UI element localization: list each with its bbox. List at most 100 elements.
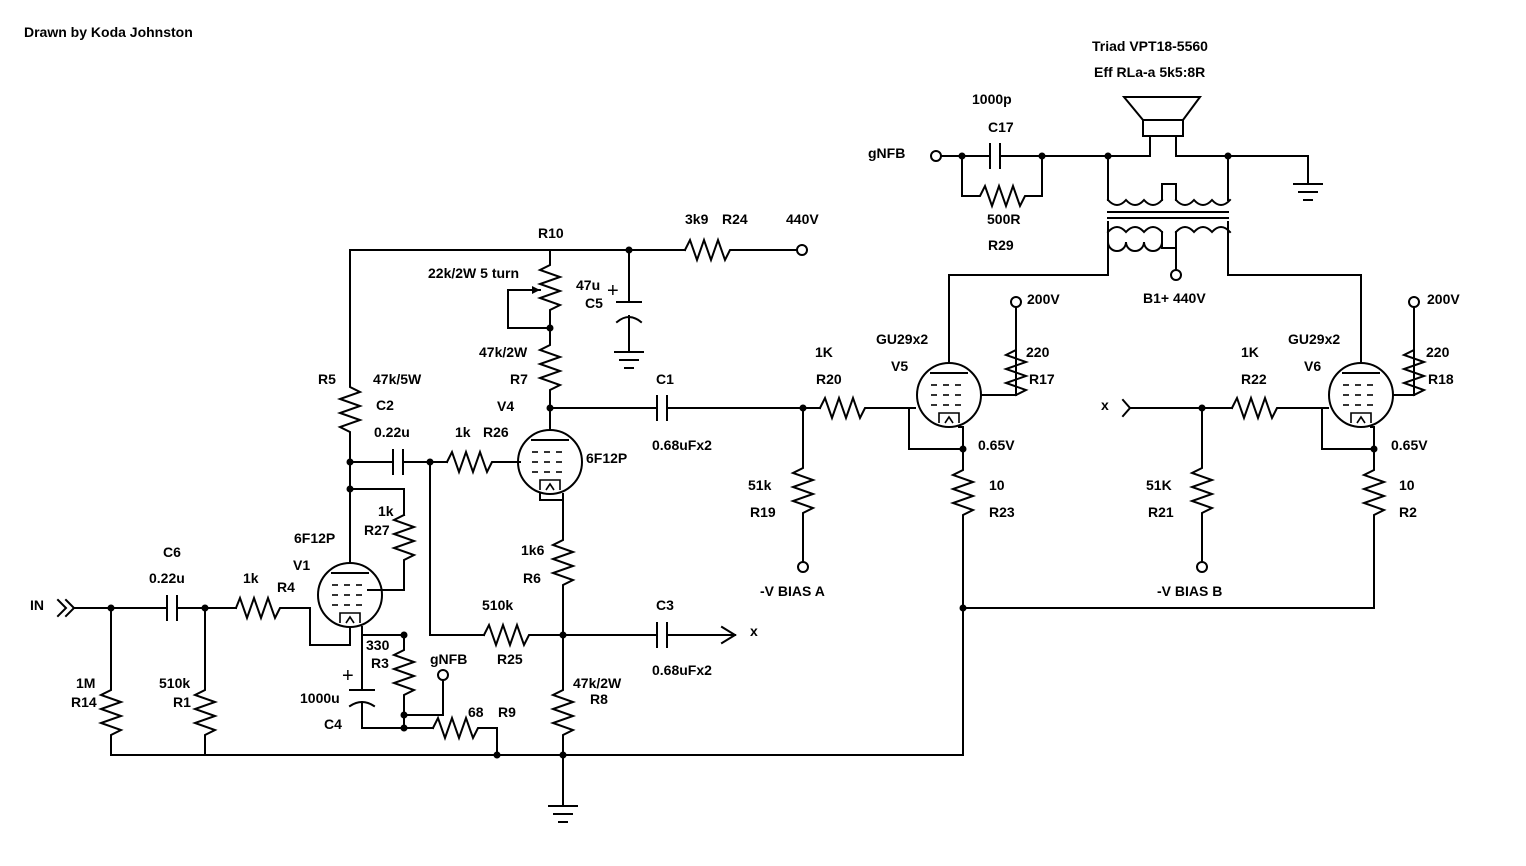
r3-resistor	[390, 634, 418, 716]
screen-a-terminal	[1010, 296, 1022, 308]
c1-value: 0.68uFx2	[652, 437, 712, 453]
r23-value: 10	[989, 477, 1005, 493]
r25-ref: R25	[497, 651, 523, 667]
v5-ref: V5	[891, 358, 908, 374]
r5-ref: R5	[318, 371, 336, 387]
r9-resistor	[431, 714, 498, 756]
r26-value: 1k	[455, 424, 471, 440]
r29-resistor	[961, 155, 1043, 210]
bias-a-label: -V BIAS A	[760, 583, 825, 599]
r21-resistor	[1188, 407, 1216, 563]
r22-resistor	[1230, 394, 1329, 422]
c6-capacitor	[166, 595, 178, 621]
credit-text: Drawn by Koda Johnston	[24, 24, 193, 40]
r6-value: 1k6	[521, 542, 545, 558]
c4-value: 1000u	[300, 690, 340, 706]
stage-b-input: x	[1101, 397, 1109, 413]
gnfb-output-terminal	[930, 150, 942, 162]
r19-value: 51k	[748, 477, 772, 493]
svg-text:+: +	[607, 280, 619, 302]
svg-text:+: +	[342, 665, 354, 687]
gnfb-in-label: gNFB	[430, 651, 467, 667]
r21-value: 51K	[1146, 477, 1172, 493]
c3-out-label: x	[750, 623, 758, 639]
output-transformer	[1106, 155, 1232, 271]
ground-symbol	[548, 805, 578, 823]
v4-tube	[517, 429, 583, 495]
hv-terminal	[796, 244, 808, 256]
r25-value: 510k	[482, 597, 513, 613]
v6-tube	[1328, 362, 1394, 428]
r25-resistor	[482, 621, 564, 649]
c2-value: 0.22u	[374, 424, 410, 440]
r17-resistor	[1002, 348, 1030, 397]
r2-ref: R2	[1399, 504, 1417, 520]
r18-value: 220	[1426, 344, 1450, 360]
v4-ref: V4	[497, 398, 514, 414]
r24-ref: R24	[722, 211, 748, 227]
r27-ref: R27	[364, 522, 390, 538]
c1-capacitor	[656, 395, 668, 421]
r1-resistor	[191, 607, 219, 756]
r14-resistor	[97, 607, 125, 756]
v6-ref: V6	[1304, 358, 1321, 374]
r27-value: 1k	[378, 503, 394, 519]
junction-dot	[1104, 152, 1112, 160]
v6-type: GU29x2	[1288, 331, 1340, 347]
r22-value: 1K	[1241, 344, 1259, 360]
junction-dot	[1224, 152, 1232, 160]
input-label: IN	[30, 597, 44, 613]
r26-resistor	[445, 448, 521, 476]
r5-resistor	[336, 249, 364, 463]
r10-ref: R10	[538, 225, 564, 241]
r2-resistor	[1360, 448, 1388, 609]
r22-ref: R22	[1241, 371, 1267, 387]
r20-resistor	[818, 394, 916, 422]
c3-value: 0.68uFx2	[652, 662, 712, 678]
c1-ref: C1	[656, 371, 674, 387]
bias-b-terminal	[1196, 561, 1208, 573]
r7-resistor	[536, 327, 564, 431]
r19-resistor	[789, 407, 817, 563]
gnfb-input-terminal	[437, 669, 449, 681]
r8-value: 47k/2W	[573, 675, 622, 691]
r24-value: 3k9	[685, 211, 709, 227]
c3-ref: C3	[656, 597, 674, 613]
c5-value: 47u	[576, 277, 600, 293]
r3-value: 330	[366, 637, 390, 653]
r3-ref: R3	[371, 655, 389, 671]
r9-value: 68	[468, 704, 484, 720]
r17-ref: R17	[1029, 371, 1055, 387]
ground-symbol	[1293, 183, 1323, 201]
r23-resistor	[949, 448, 977, 756]
r18-ref: R18	[1428, 371, 1454, 387]
c3-capacitor	[656, 622, 668, 648]
r26-ref: R26	[483, 424, 509, 440]
v1-ref: V1	[293, 557, 310, 573]
v4-type: 6F12P	[586, 450, 627, 466]
transformer-ratio: Eff RLa-a 5k5:8R	[1094, 64, 1205, 80]
r6-resistor	[549, 493, 577, 636]
r10-value: 22k/2W 5 turn	[428, 265, 519, 281]
ground-symbol	[614, 351, 644, 369]
r8-resistor	[549, 634, 577, 756]
c17-value: 1000p	[972, 91, 1012, 107]
r7-ref: R7	[510, 371, 528, 387]
c17-capacitor	[989, 143, 1001, 169]
v1-tube	[317, 562, 383, 628]
r4-ref: R4	[277, 579, 295, 595]
r20-ref: R20	[816, 371, 842, 387]
c6-ref: C6	[163, 544, 181, 560]
c6-value: 0.22u	[149, 570, 185, 586]
b-plus-terminal	[1170, 269, 1182, 281]
r29-ref: R29	[988, 237, 1014, 253]
c2-ref: C2	[376, 397, 394, 413]
r4-value: 1k	[243, 570, 259, 586]
c3-output-arrow	[720, 625, 737, 645]
r29-value: 500R	[987, 211, 1020, 227]
r21-ref: R21	[1148, 504, 1174, 520]
r1-value: 510k	[159, 675, 190, 691]
r23-ref: R23	[989, 504, 1015, 520]
r24-resistor	[683, 236, 798, 264]
